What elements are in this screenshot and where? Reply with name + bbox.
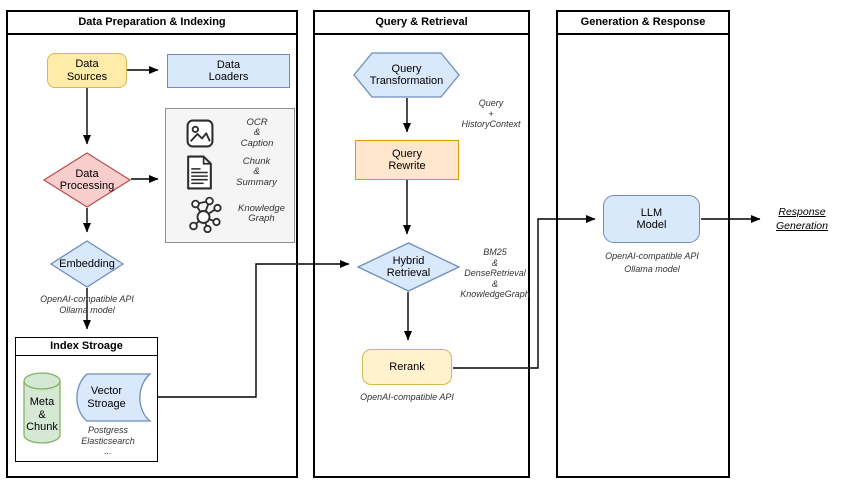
diamond-shape [43,152,131,208]
node-vector-storage: Vector Stroage [71,373,152,422]
vector-storage-annotation: Postgress Elasticsearch ... [81,425,135,456]
section-title-data-preparation: Data Preparation & Indexing [8,12,296,35]
section-generation-response: Generation & Response [556,10,730,478]
node-query-transformation: Query Transformation [353,52,460,98]
stored-data-shape [76,373,152,422]
diamond-shape [357,242,460,292]
processing-option-label: Knowledge Graph [237,202,285,225]
response-generation-label: Response Generation [776,206,828,232]
node-rerank: Rerank [362,349,452,385]
node-embedding: Embedding [50,240,124,288]
node-query-rewrite: Query Rewrite [355,140,459,180]
processing-option-label: Chunk & Summary [236,155,277,188]
node-meta-chunk: Meta & Chunk [23,372,61,444]
hexagon-shape [353,52,460,98]
image-icon [186,119,214,148]
index-storage-title: Index Stroage [16,338,157,356]
processing-option-chunk: Chunk & Summary [174,155,286,190]
section-title-query-retrieval: Query & Retrieval [315,12,528,35]
section-data-preparation: Data Preparation & Indexing [6,10,298,478]
hybrid-retrieval-annotation: BM25 & DenseRetrieval & KnowledgeGraph [460,247,530,299]
diamond-shape [50,240,124,288]
processing-options-box: OCR & Caption Chunk & Summary [165,108,295,243]
node-data-sources: Data Sources [47,53,127,88]
llm-model-annotation: OpenAI-compatible API Ollama model [605,251,699,274]
rerank-annotation: OpenAI-compatible API [360,392,454,402]
node-data-processing: Data Processing [43,152,131,208]
section-title-generation-response: Generation & Response [558,12,728,35]
query-context-annotation: Query + HistoryContext [461,98,521,129]
embedding-annotation: OpenAI-compatible API Ollama model [40,294,134,315]
node-hybrid-retrieval: Hybrid Retrieval [357,242,460,292]
cylinder-shape [23,372,61,444]
document-icon [187,155,212,190]
processing-option-label: OCR & Caption [240,116,274,149]
node-data-loaders: Data Loaders [167,54,290,88]
processing-option-ocr: OCR & Caption [174,116,286,150]
node-llm-model: LLM Model [603,195,700,243]
knowledge-graph-icon [189,196,222,234]
processing-option-graph: Knowledge Graph [174,195,286,234]
